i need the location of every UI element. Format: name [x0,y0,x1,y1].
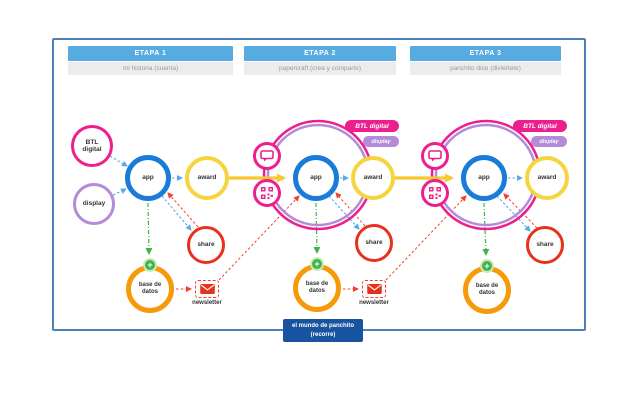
qr-glyph [429,187,441,199]
node-share-2: share [355,224,393,262]
node-btl-digital-label: BTL digital [82,138,102,153]
ribbon-btl-digital-2: BTL digital [345,120,399,132]
stage2-header: ETAPA 2 [244,46,396,61]
newsletter-label-2: newsletter [359,300,389,306]
qr-code-icon [421,179,449,207]
node-share-label: share [365,239,383,247]
node-database-1: base de datos [126,265,174,313]
node-display: display [73,183,115,225]
footer-box: el mundo de panchito (recorre) [283,319,363,342]
node-database-3: base de datos [463,266,511,314]
comment-bubble-icon [253,142,281,170]
node-share-label: share [197,241,215,249]
newsletter-label-1: newsletter [192,300,222,306]
node-share-3: share [526,226,564,264]
node-database-label: base de datos [305,281,329,294]
node-app-label: app [142,174,154,182]
newsletter-box-2 [362,280,386,298]
ribbon-btl-digital-3: BTL digital [513,120,567,132]
plus-icon: + [310,257,324,271]
envelope-icon [199,284,215,294]
node-award-label: award [197,174,217,182]
node-app-2: app [293,155,339,201]
node-btl-digital: BTL digital [71,125,113,167]
qr-code-icon [253,179,281,207]
node-award-label: award [537,174,557,182]
node-app-3: app [461,155,507,201]
comment-bubble-icon [421,142,449,170]
stage3-header: ETAPA 3 [410,46,561,61]
stage2-subtitle: papercraft (crea y comparte) [244,62,396,75]
stage1-header: ETAPA 1 [68,46,233,61]
comment-glyph [260,150,274,162]
plus-icon: + [480,259,494,273]
node-award-label: award [363,174,383,182]
node-share-label: share [536,241,554,249]
node-share-1: share [187,226,225,264]
stage3-subtitle: panchito dice (diviértete) [410,62,561,75]
node-award-3: award [525,156,569,200]
stage1-subtitle: mi historia (cuenta) [68,62,233,75]
node-database-label: base de datos [138,282,162,295]
envelope-icon [366,284,382,294]
node-database-2: base de datos [293,264,341,312]
ribbon-display-3: display [531,136,567,147]
node-app-label: app [310,174,322,182]
node-display-label: display [82,200,106,208]
newsletter-box-1 [195,280,219,298]
comment-glyph [428,150,442,162]
ribbon-display-2: display [363,136,399,147]
plus-icon: + [143,258,157,272]
node-app-1: app [125,155,171,201]
node-database-label: base de datos [475,283,499,296]
footer-line2: (recorre) [310,331,336,338]
qr-glyph [261,187,273,199]
node-award-1: award [185,156,229,200]
node-award-2: award [351,156,395,200]
node-app-label: app [478,174,490,182]
footer-line1: el mundo de panchito [291,323,354,330]
